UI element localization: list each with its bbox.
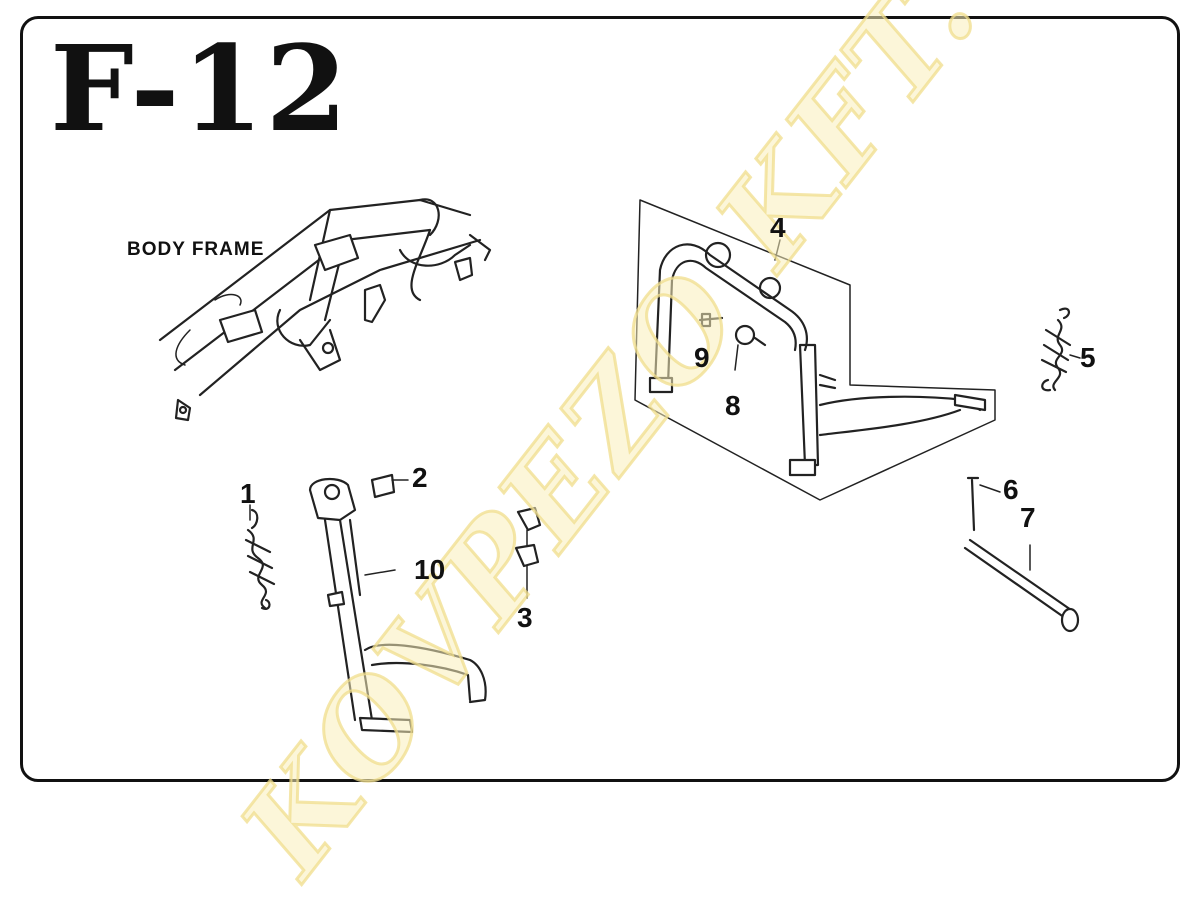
- parts-drawing: [158, 198, 1081, 734]
- part-label-5: 5: [1080, 342, 1096, 373]
- bolt-2: [370, 473, 409, 499]
- part-label-7: 7: [1020, 502, 1036, 533]
- spring-1: [244, 504, 276, 610]
- part-label-1: 1: [240, 478, 256, 509]
- part-label-10: 10: [414, 554, 446, 585]
- body-frame: [158, 198, 492, 422]
- leader-4: [774, 239, 781, 261]
- main-stand: [648, 241, 987, 477]
- leader-8: [734, 344, 739, 371]
- spring-5: [1040, 307, 1081, 392]
- part-label-9: 9: [694, 342, 710, 373]
- part-label-3: 3: [517, 602, 533, 633]
- washer-8: [734, 324, 756, 346]
- bolt-9: [698, 312, 724, 328]
- body-frame-label: BODY FRAME: [127, 239, 265, 260]
- part-label-4: 4: [770, 212, 786, 243]
- washer-8-tab: [753, 336, 767, 347]
- page-title: F-12: [50, 19, 350, 158]
- part-label-2: 2: [412, 462, 428, 493]
- main-stand-panel: [634, 199, 996, 501]
- shaft-7: [963, 538, 1080, 633]
- pin-6: [966, 476, 1001, 532]
- part-label-6: 6: [1003, 474, 1019, 505]
- side-stand-10: [308, 477, 487, 734]
- bolts-3: [514, 506, 542, 599]
- diagram-border: [20, 16, 1180, 782]
- part-label-8: 8: [725, 390, 741, 421]
